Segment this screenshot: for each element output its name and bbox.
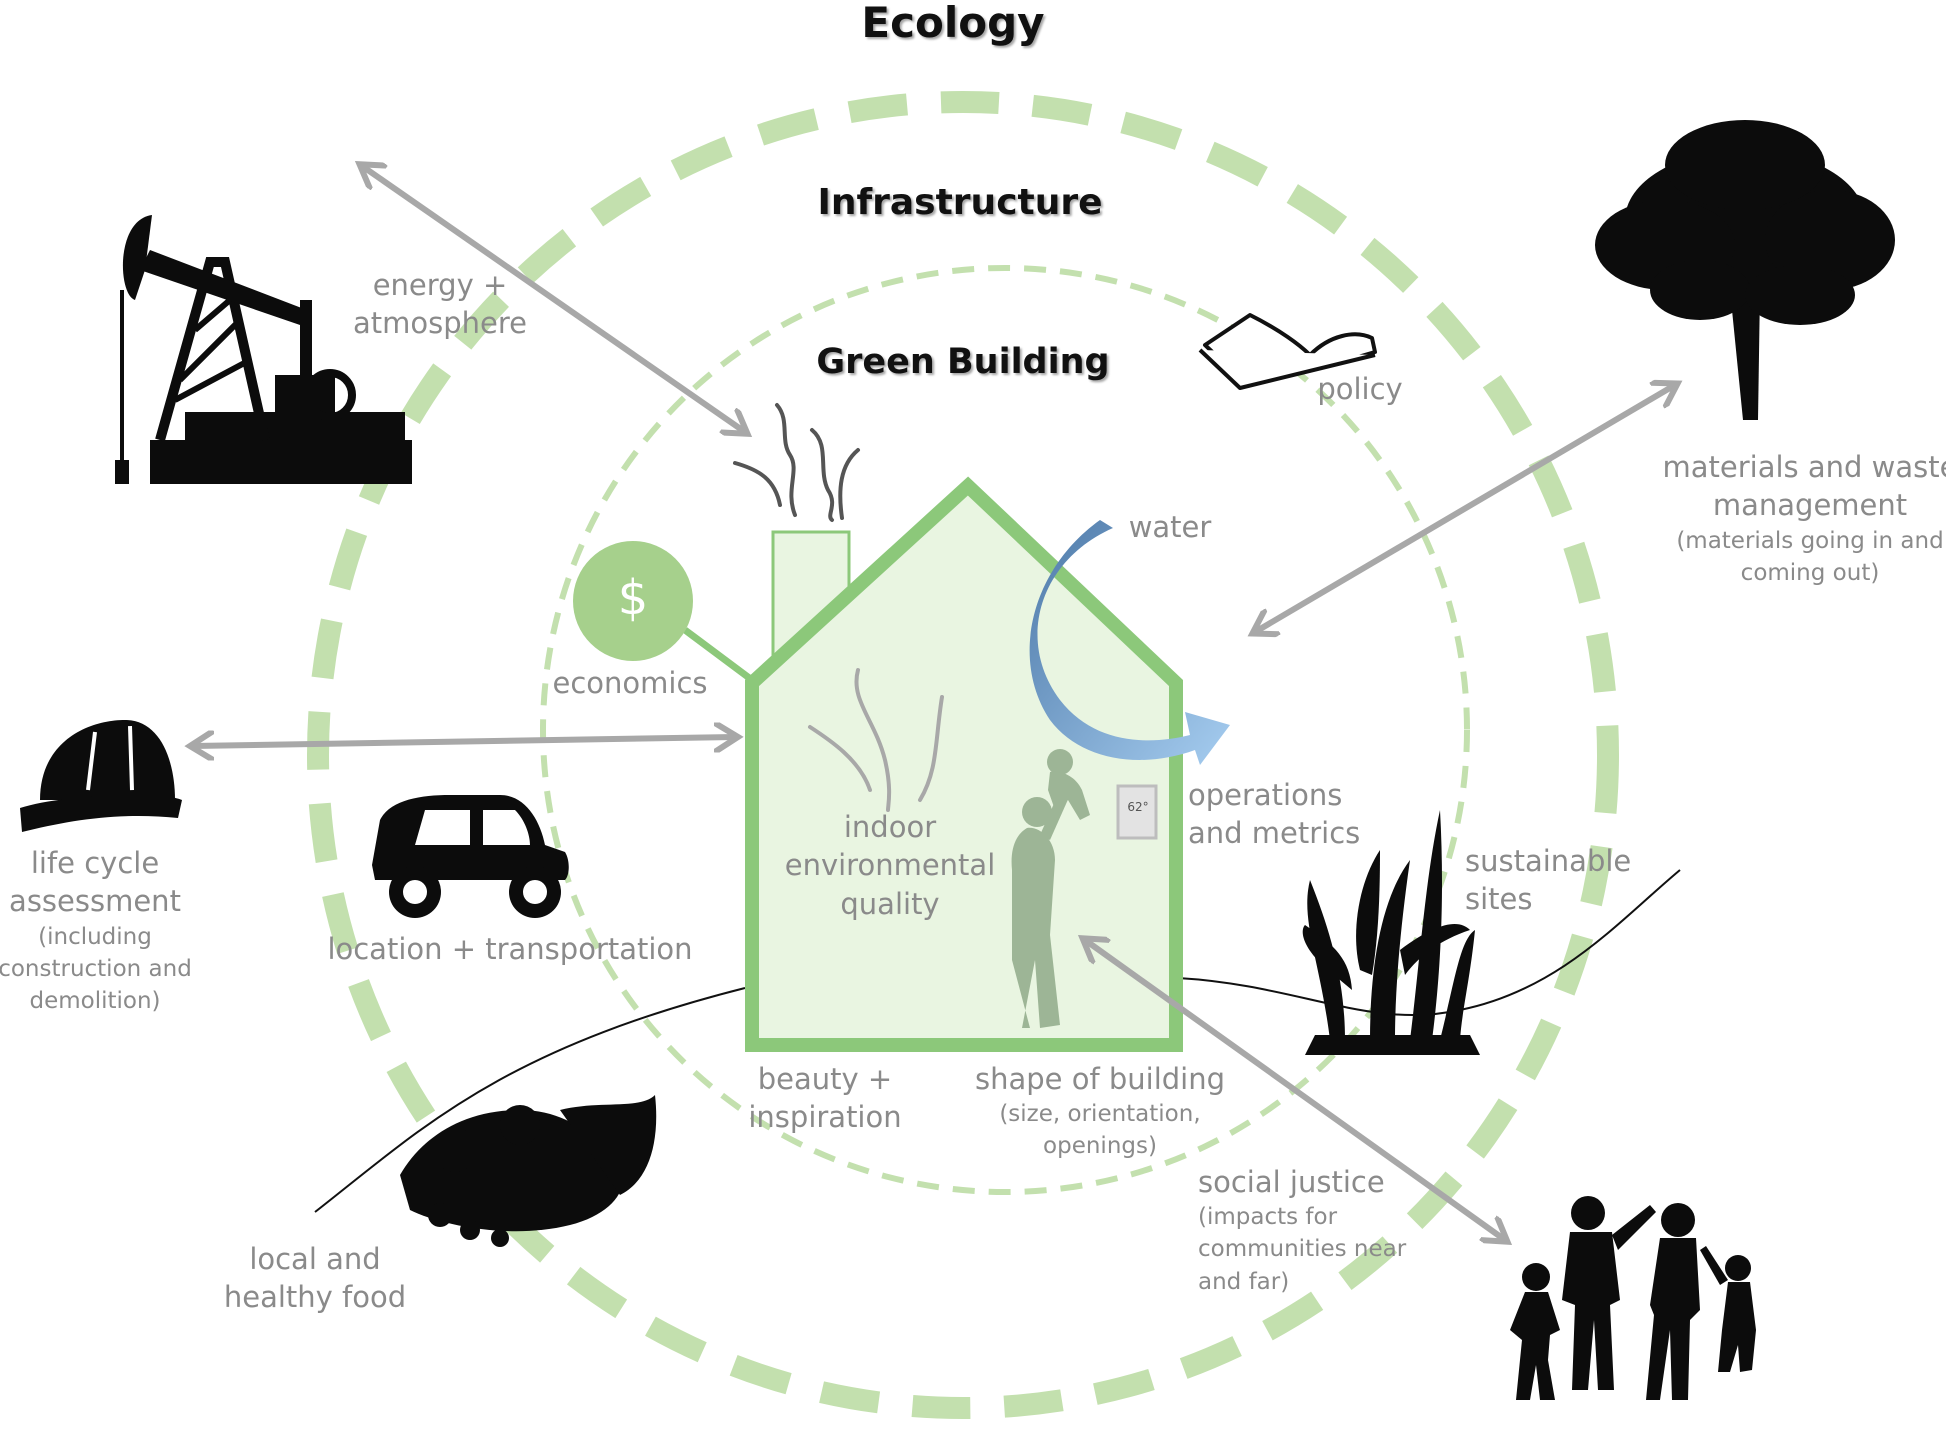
lifecycle-arrow — [193, 737, 735, 746]
indoor-air-wisps — [808, 668, 944, 812]
book-icon — [1198, 313, 1377, 390]
coin-connector — [682, 627, 755, 683]
thermostat-icon — [1116, 784, 1158, 840]
house — [745, 476, 1183, 1052]
parent-child-icon — [1011, 749, 1090, 1028]
family-icon — [1510, 1196, 1756, 1400]
economics-label: economics — [552, 666, 708, 700]
green-building-title: Green Building — [816, 342, 1110, 382]
hard-hat-icon — [20, 720, 182, 832]
ground-line-left — [314, 987, 746, 1213]
social-justice-arrow — [1085, 940, 1505, 1240]
water-arrow-icon — [1029, 520, 1230, 765]
dollar-coin-icon — [573, 541, 693, 661]
tree-icon — [1595, 120, 1895, 420]
energy-arrow — [362, 166, 745, 432]
beauty-label: beauty +inspiration — [748, 1062, 902, 1135]
thermostat-reading: 62° — [1127, 800, 1149, 814]
cornucopia-icon — [400, 1095, 657, 1247]
energy-label: energy +atmosphere — [353, 268, 527, 341]
policy-label: policy — [1317, 372, 1403, 406]
materials-arrow — [1255, 385, 1675, 632]
corn-icon — [1302, 810, 1480, 1055]
shape-label: shape of building (size, orientation,ope… — [974, 1062, 1226, 1160]
infrastructure-title: Infrastructure — [817, 182, 1103, 223]
water-label: water — [1128, 510, 1212, 544]
ecology-title: Ecology — [861, 0, 1045, 47]
smoke-icon — [733, 403, 860, 522]
oil-pump-icon — [115, 215, 412, 484]
car-icon — [372, 795, 569, 918]
connector-arrows — [193, 166, 1675, 1240]
location-label: location + transportation — [327, 932, 693, 966]
dollar-sign: $ — [617, 570, 649, 626]
